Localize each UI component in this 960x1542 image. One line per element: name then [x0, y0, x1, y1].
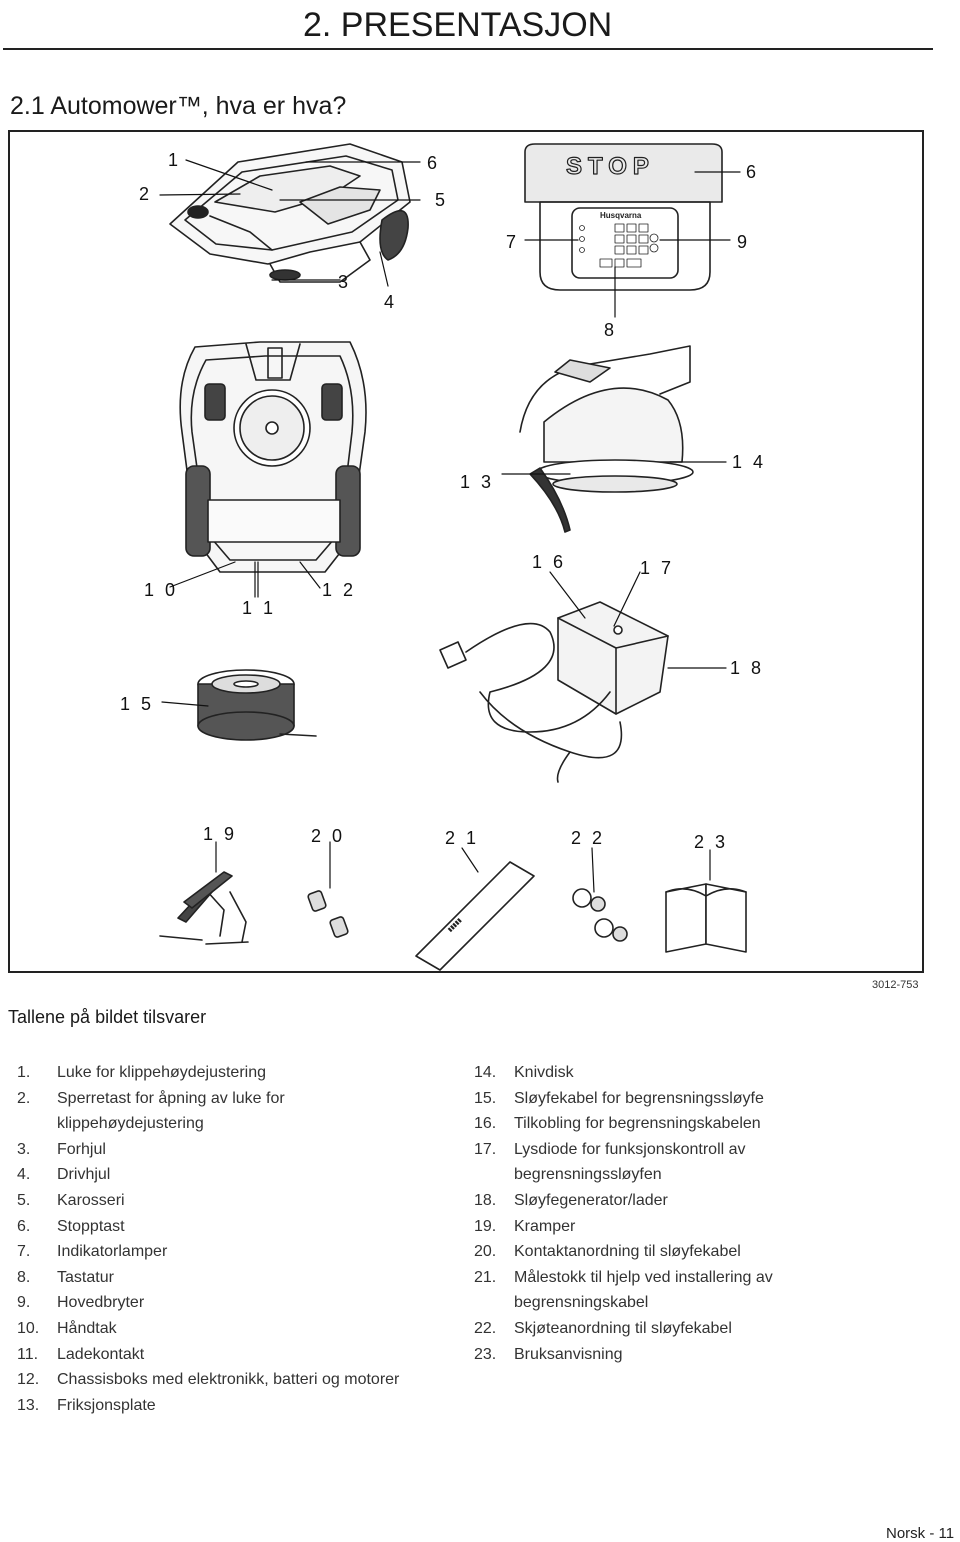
figure-code: 3012-753	[872, 979, 919, 991]
measuring-ruler: ▮▮▮▮▮	[415, 861, 535, 971]
chapter-divider	[3, 48, 933, 50]
parts-list-right: 14.Knivdisk 15.Sløyfekabel for begrensni…	[474, 1060, 934, 1367]
callout-lines-top	[159, 159, 421, 287]
list-item: 9.Hovedbryter	[17, 1294, 145, 1312]
list-item: 4.Drivhjul	[17, 1166, 111, 1184]
stop-label: STOP	[566, 153, 655, 180]
callout-lines-station	[549, 571, 727, 669]
list-item: 5.Karosseri	[17, 1191, 125, 1209]
keypad-view: STOP Husqvarna	[524, 143, 723, 291]
list-item: 17.Lysdiode for funksjonskontroll av beg…	[474, 1140, 746, 1184]
parts-drawing: STOP Husqvarna	[159, 143, 747, 971]
callout-lines-bottom	[215, 841, 711, 893]
pegs	[159, 871, 249, 945]
list-item: 19.Kramper	[474, 1217, 576, 1235]
list-item: 22.Skjøteanordning til sløyfekabel	[474, 1319, 732, 1337]
callout-3: 3	[338, 272, 352, 292]
parts-illustration: STOP Husqvarna	[8, 130, 924, 973]
section-title: 2.1 Automower™, hva er hva?	[10, 92, 347, 120]
callout-11: 1 1	[242, 598, 277, 618]
callout-4: 4	[384, 292, 398, 312]
callout-10: 1 0	[144, 580, 179, 600]
list-item: 3.Forhjul	[17, 1140, 106, 1158]
list-item: 6.Stopptast	[17, 1217, 125, 1235]
list-item: 23.Bruksanvisning	[474, 1345, 623, 1363]
list-item: 8.Tastatur	[17, 1268, 114, 1286]
callout-16: 1 6	[532, 552, 567, 572]
list-item: 20.Kontaktanordning til sløyfekabel	[474, 1243, 741, 1261]
mower-top-view	[169, 143, 411, 283]
callout-6b: 6	[746, 162, 760, 182]
callout-18: 1 8	[730, 658, 765, 678]
keypad-brand: Husqvarna	[600, 211, 642, 220]
callout-lines-keypad	[524, 171, 741, 318]
callout-9: 9	[737, 232, 751, 252]
callout-20: 2 0	[311, 826, 346, 846]
list-item: 14.Knivdisk	[474, 1064, 574, 1081]
callout-21: 2 1	[445, 828, 480, 848]
callout-8: 8	[604, 320, 618, 340]
callout-lines-disc	[501, 461, 727, 475]
callout-2: 2	[139, 184, 153, 204]
callout-13: 1 3	[460, 472, 495, 492]
list-item: 11.Ladekontakt	[17, 1345, 145, 1363]
callout-15: 1 5	[120, 694, 155, 714]
intro-text: Tallene på bildet tilsvarer	[8, 1007, 207, 1027]
callout-17: 1 7	[640, 558, 675, 578]
list-item: 15.Sløyfekabel for begrensningssløyfe	[474, 1089, 764, 1107]
callout-lines-spool	[161, 701, 209, 707]
callout-12: 1 2	[322, 580, 357, 600]
list-item: 12.Chassisboks med elektronikk, batteri …	[17, 1371, 400, 1389]
list-item: 10.Håndtak	[17, 1319, 117, 1337]
callout-7: 7	[506, 232, 520, 252]
list-item: 7.Indikatorlamper	[17, 1243, 168, 1261]
page-footer: Norsk - 11	[886, 1525, 955, 1542]
blade-disc-view	[519, 345, 694, 533]
mower-underside-view	[179, 341, 367, 598]
manual-book	[665, 883, 747, 953]
list-item: 13.Friksjonsplate	[17, 1396, 156, 1414]
callout-lines-underside	[169, 561, 321, 598]
wire-spool	[197, 669, 317, 741]
list-item: 2.Sperretast for åpning av luke for klip…	[17, 1089, 285, 1133]
splice-connectors	[572, 888, 628, 942]
callout-1: 1	[168, 150, 182, 170]
callout-6a: 6	[427, 153, 441, 173]
charging-station	[439, 601, 669, 783]
callout-14: 1 4	[732, 452, 767, 472]
parts-list-left: 1.Luke for klippehøydejustering 2.Sperre…	[17, 1060, 457, 1418]
callout-23: 2 3	[694, 832, 729, 852]
callout-19: 1 9	[203, 824, 238, 844]
callout-5: 5	[435, 190, 449, 210]
list-item: 18.Sløyfegenerator/lader	[474, 1191, 668, 1209]
list-item: 16.Tilkobling for begrensningskabelen	[474, 1115, 761, 1133]
callout-22: 2 2	[571, 828, 606, 848]
list-item: 21.Målestokk til hjelp ved installering …	[474, 1268, 773, 1312]
list-item: 1.Luke for klippehøydejustering	[17, 1064, 267, 1081]
chapter-title: 2. PRESENTASJON	[303, 6, 613, 44]
connector-clips	[307, 890, 349, 938]
